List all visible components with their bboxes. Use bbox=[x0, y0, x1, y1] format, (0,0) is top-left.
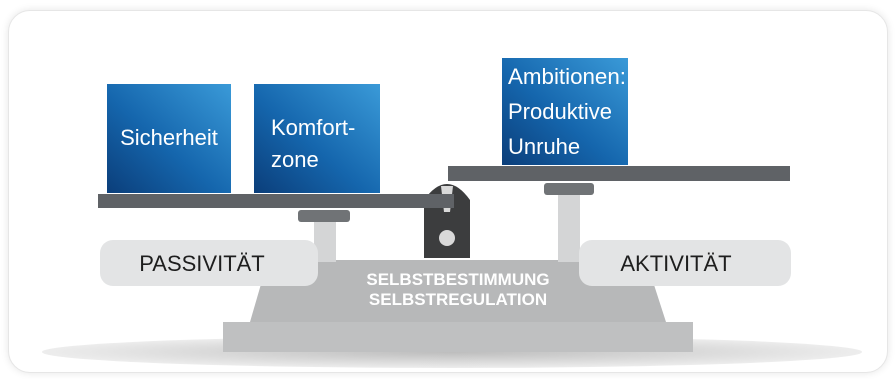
box-sicherheit-label: Sicherheit bbox=[120, 125, 218, 150]
right-beam bbox=[448, 166, 790, 181]
right-cap bbox=[544, 183, 594, 195]
box-ambitionen-line1: Ambitionen: bbox=[508, 64, 626, 89]
base-body bbox=[250, 260, 666, 322]
left-cap bbox=[298, 210, 350, 222]
left-column bbox=[314, 218, 336, 262]
base-bottom bbox=[223, 322, 693, 352]
box-sicherheit bbox=[107, 84, 231, 193]
box-komfortzone bbox=[254, 84, 380, 193]
base-line-selbstbestimmung: SELBSTBESTIMMUNG bbox=[366, 270, 549, 289]
aktivitaet-label: AKTIVITÄT bbox=[620, 251, 731, 276]
indicator-knob bbox=[439, 230, 455, 246]
box-ambitionen bbox=[502, 58, 628, 165]
passivitaet-pill bbox=[100, 240, 318, 286]
base-line-selbstregulation: SELBSTREGULATION bbox=[369, 290, 547, 309]
box-komfortzone-line1: Komfort- bbox=[271, 115, 355, 140]
left-beam bbox=[98, 194, 454, 208]
box-komfortzone-line2: zone bbox=[271, 147, 319, 172]
aktivitaet-pill bbox=[579, 240, 791, 286]
box-ambitionen-line2: Produktive bbox=[508, 99, 612, 124]
box-ambitionen-line3: Unruhe bbox=[508, 134, 580, 159]
right-column bbox=[558, 190, 580, 262]
passivitaet-label: PASSIVITÄT bbox=[139, 251, 265, 276]
